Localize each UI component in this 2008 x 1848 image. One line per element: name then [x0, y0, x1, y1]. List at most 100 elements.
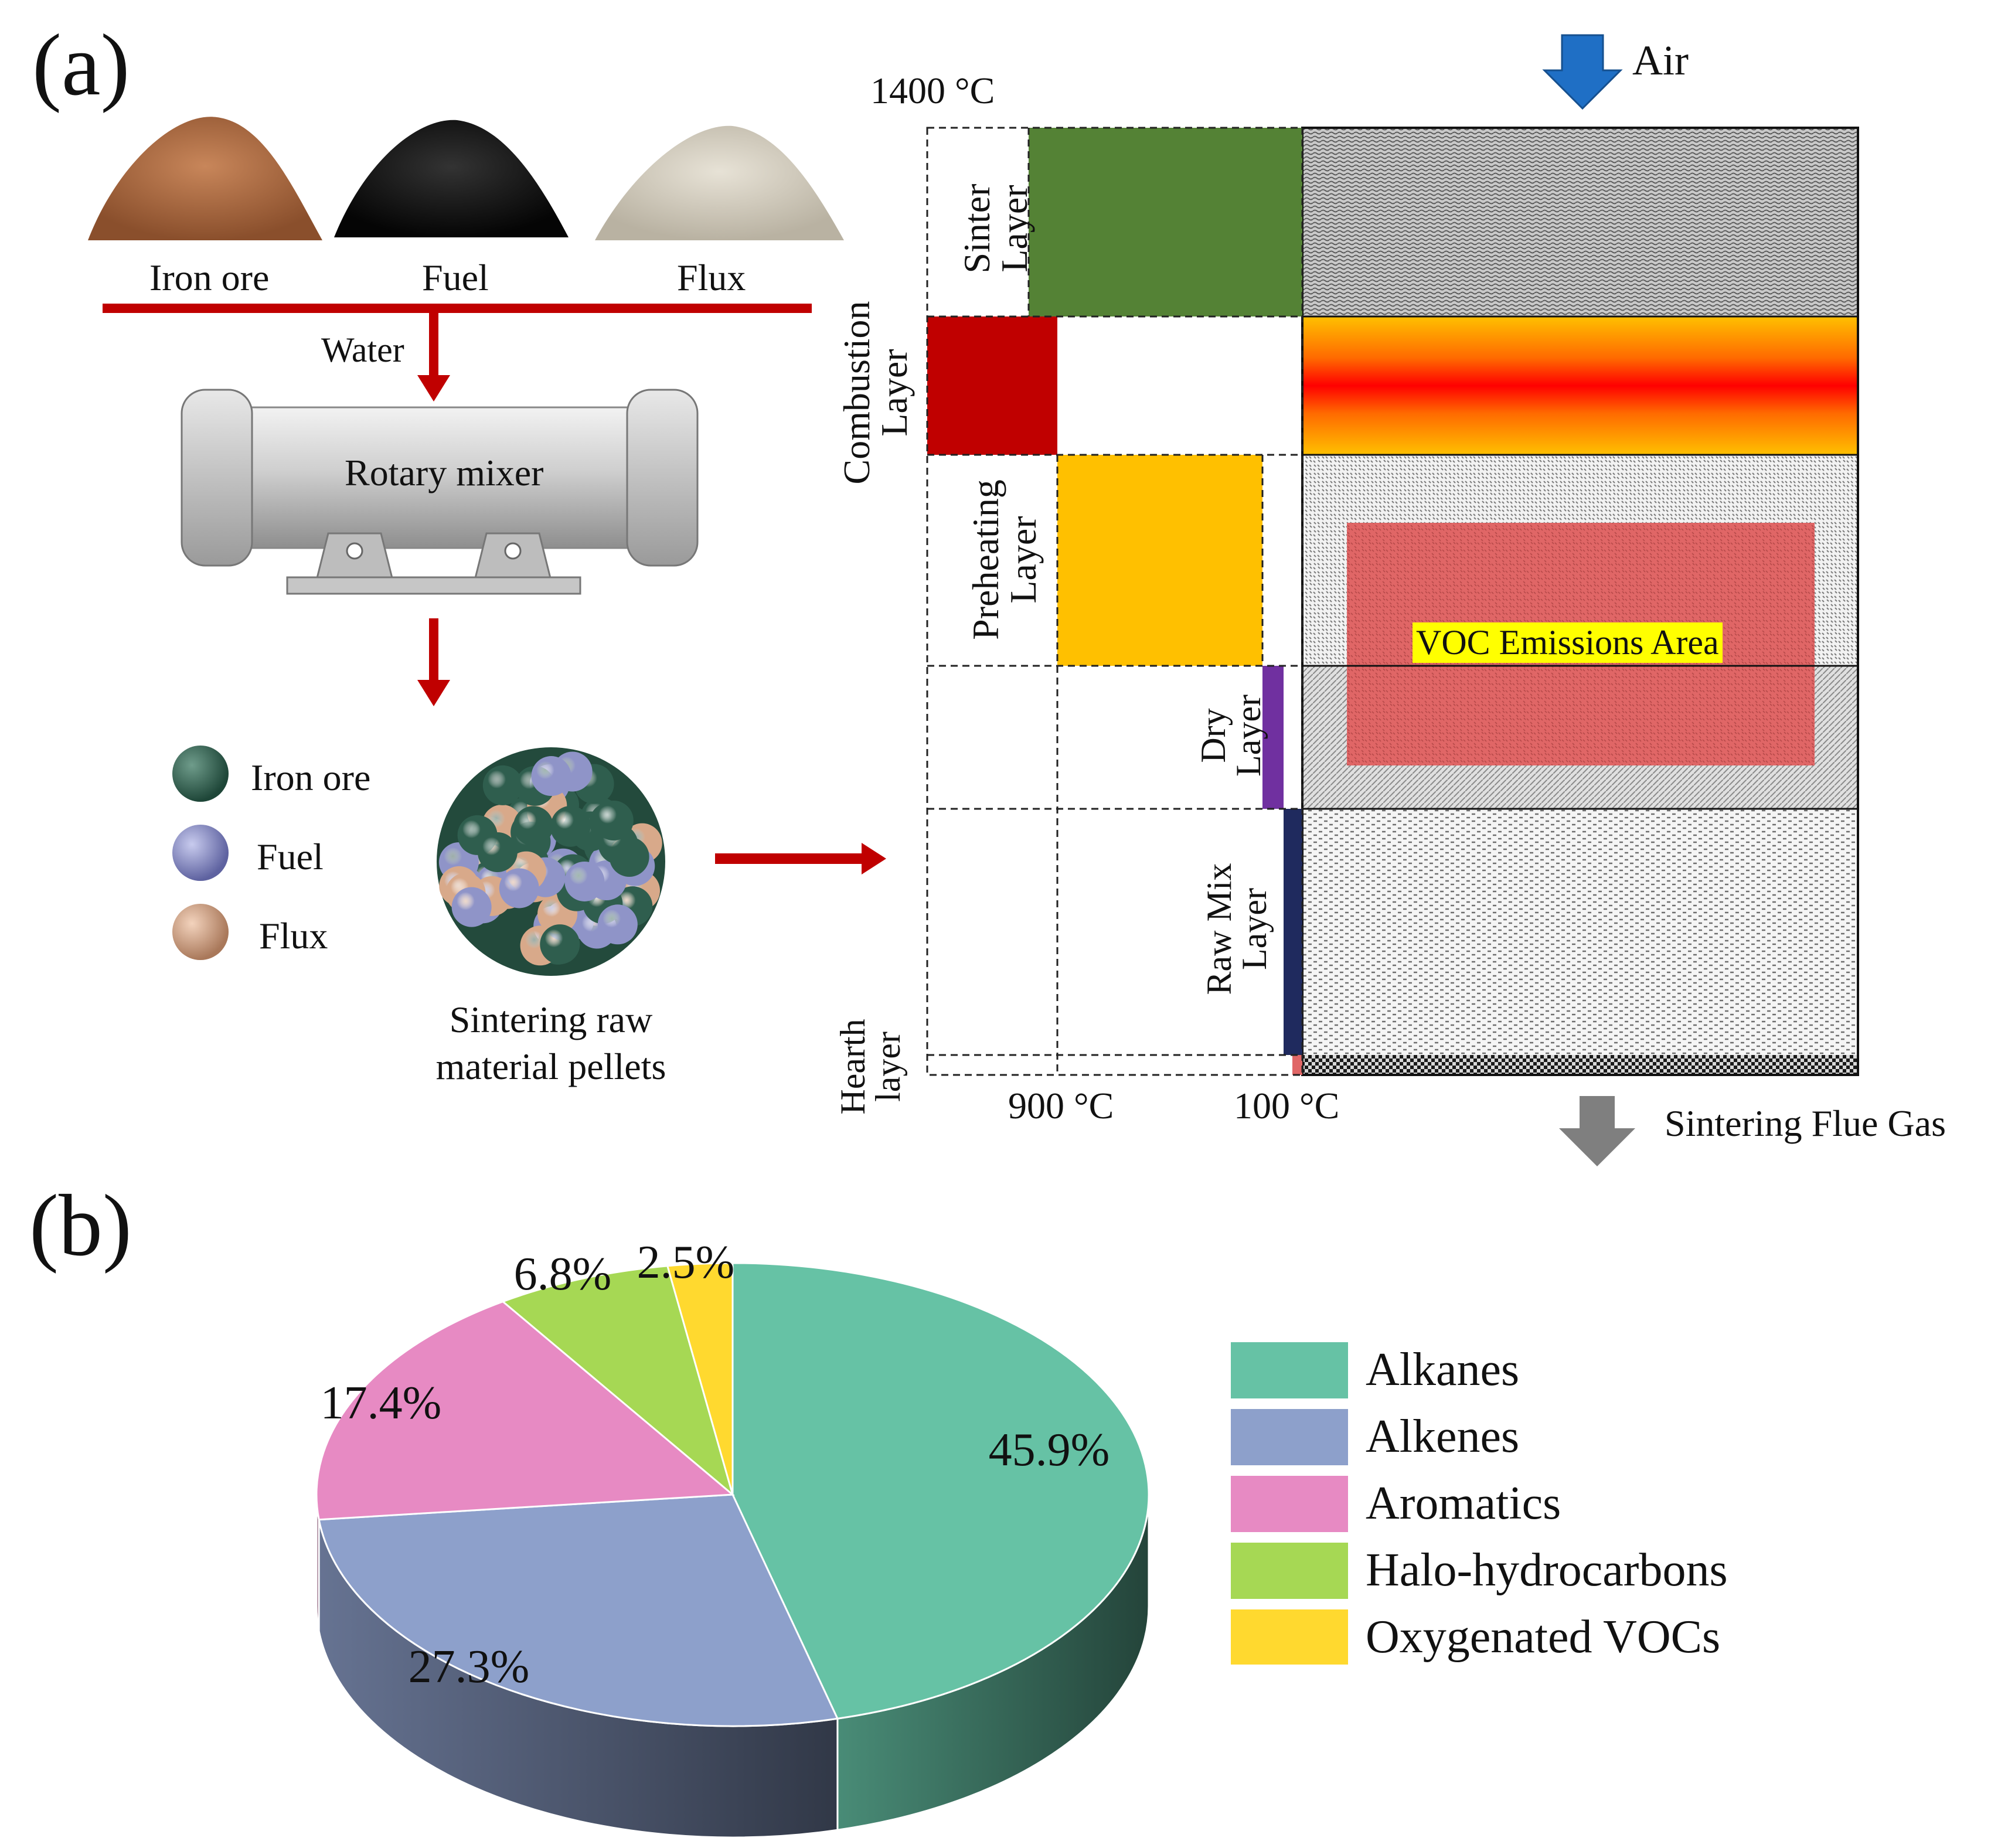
pellet-legend-dots [172, 746, 229, 960]
material-piles [88, 117, 844, 240]
pie-slice-oxygenated-vocs [666, 1262, 734, 1495]
sinter-bed-diagram [926, 34, 1859, 1166]
legend-swatch-alkanes [1231, 1342, 1348, 1398]
legend-label-aromatics: Aromatics [1366, 1478, 1561, 1529]
pie-legend-swatches [1231, 1342, 1348, 1665]
legend-swatch-aromatics [1231, 1476, 1348, 1532]
rawmix-layer-label-line-2: Layer [1235, 888, 1274, 970]
dry-layer-label-line-2: Layer [1229, 695, 1268, 777]
legend-swatch-alkenes [1231, 1409, 1348, 1465]
flue-gas-arrow [1559, 1096, 1635, 1166]
combustion-zone-gradient [1302, 316, 1858, 455]
pellet-particle [513, 806, 553, 846]
dry-layer-label: Dry Layer [1194, 659, 1272, 812]
legend-dot-fuel [172, 825, 229, 881]
pellet-legend-iron-ore: Iron ore [251, 757, 371, 798]
material-label-iron-ore: Iron ore [149, 257, 270, 298]
hearth-layer-label: Hearth layer [833, 991, 911, 1143]
pellet-particle [550, 805, 591, 846]
legend-label-halo-hydrocarbons: Halo-hydrocarbons [1366, 1544, 1728, 1596]
pellet-particle [593, 801, 634, 841]
flue-gas-label: Sintering Flue Gas [1665, 1102, 1946, 1144]
temp-900-label: 900 °C [1008, 1085, 1114, 1127]
combustion-layer-label: Combustion Layer [836, 270, 920, 516]
preheating-layer-label-line-2: Layer [1002, 516, 1044, 604]
legend-label-alkanes: Alkanes [1366, 1344, 1520, 1396]
pie-slice-alkenes [318, 1493, 839, 1727]
legend-swatch-oxygenated-vocs [1231, 1609, 1348, 1665]
pellet-particle [499, 868, 539, 908]
panel-b-label: (b) [29, 1177, 132, 1274]
hearth-zone-hatch [1302, 1055, 1858, 1075]
raw-material-pellet [437, 747, 665, 976]
feed-bar [103, 304, 812, 313]
sinter-layer-label-line-1: Sinter [956, 183, 998, 274]
pellet-arrow-shaft [715, 853, 867, 864]
pie-slice-halo-hydrocarbons [501, 1265, 734, 1498]
pellet-particle [451, 887, 492, 927]
pellets-caption-line-1: Sintering raw [449, 999, 653, 1040]
pie-value-label: 2.5% [637, 1237, 735, 1288]
pellets-caption-line-2: material pellets [435, 1046, 666, 1087]
rawmix-layer-block [1284, 809, 1302, 1055]
process-flow-arrows [103, 304, 886, 874]
legend-label-oxygenated-vocs: Oxygenated VOCs [1366, 1611, 1721, 1663]
water-arrow-head [417, 375, 450, 401]
pellet-particle [540, 924, 580, 965]
preheating-layer-label-line-1: Preheating [965, 479, 1006, 640]
dry-layer-label-line-1: Dry [1194, 708, 1233, 763]
sinter-layer-block [1029, 128, 1302, 316]
dry-layer-block [1262, 666, 1284, 809]
rawmix-layer-label: Raw Mix Layer [1200, 823, 1278, 1034]
preheating-layer-block [1057, 455, 1262, 666]
air-arrow [1542, 34, 1623, 110]
rawmix-zone-hatch [1302, 809, 1858, 1055]
temp-100-label: 100 °C [1234, 1085, 1340, 1127]
combustion-layer-label-line-1: Combustion [836, 301, 877, 485]
water-arrow-shaft [429, 313, 438, 377]
pellet-particle [482, 765, 523, 805]
voc-emissions-label: VOC Emissions Area [1413, 622, 1723, 663]
pie-chart: 45.9% 27.3% 17.4% 6.8% 2.5% [315, 1237, 1150, 1839]
legend-label-alkenes: Alkenes [1366, 1411, 1520, 1462]
pellets-caption: Sintering raw material pellets [375, 996, 727, 1090]
panel-a-label: (a) [32, 16, 130, 114]
pie-slice-alkanes [731, 1262, 1150, 1720]
pellet-legend-fuel: Fuel [257, 836, 324, 877]
pellet-particle [597, 904, 638, 945]
material-label-flux: Flux [677, 257, 746, 298]
pellet-particle [477, 832, 518, 872]
rawmix-layer-label-line-1: Raw Mix [1200, 863, 1238, 995]
pellet-particle [564, 861, 605, 901]
pie-slice-aromatics [315, 1300, 735, 1521]
combustion-layer-block [927, 316, 1057, 455]
sinter-zone-hatch [1302, 128, 1858, 316]
flux-pile [595, 125, 844, 240]
pellet-particle [531, 756, 571, 797]
combustion-layer-label-line-2: Layer [873, 349, 915, 437]
temp-1400-label: 1400 °C [870, 70, 995, 111]
preheating-layer-label: Preheating Layer [965, 454, 1049, 665]
pellet-arrow-head [862, 843, 886, 874]
mixer-label: Rotary mixer [345, 452, 544, 494]
legend-dot-flux [172, 904, 229, 960]
pie-value-label: 6.8% [514, 1248, 612, 1300]
sinter-layer-label-line-2: Layer [993, 185, 1035, 273]
air-label: Air [1632, 37, 1689, 84]
iron-ore-pile [88, 117, 322, 240]
pellet-legend-flux: Flux [259, 915, 328, 957]
hearth-layer-label-line-1: Hearth [833, 1019, 872, 1115]
pie-value-label: 27.3% [409, 1641, 530, 1693]
pie-value-label: 45.9% [989, 1424, 1110, 1476]
water-label: Water [321, 331, 404, 369]
mixer-arrow-shaft [429, 618, 438, 683]
hearth-layer-label-line-2: layer [869, 1032, 907, 1102]
legend-swatch-halo-hydrocarbons [1231, 1543, 1348, 1599]
mixer-arrow-head [417, 680, 450, 706]
sinter-layer-label: Sinter Layer [956, 135, 1040, 322]
legend-dot-iron-ore [172, 746, 229, 802]
material-label-fuel: Fuel [422, 257, 489, 298]
fuel-pile [334, 120, 569, 237]
hearth-layer-block [1292, 1055, 1302, 1075]
pie-value-label: 17.4% [321, 1377, 442, 1429]
